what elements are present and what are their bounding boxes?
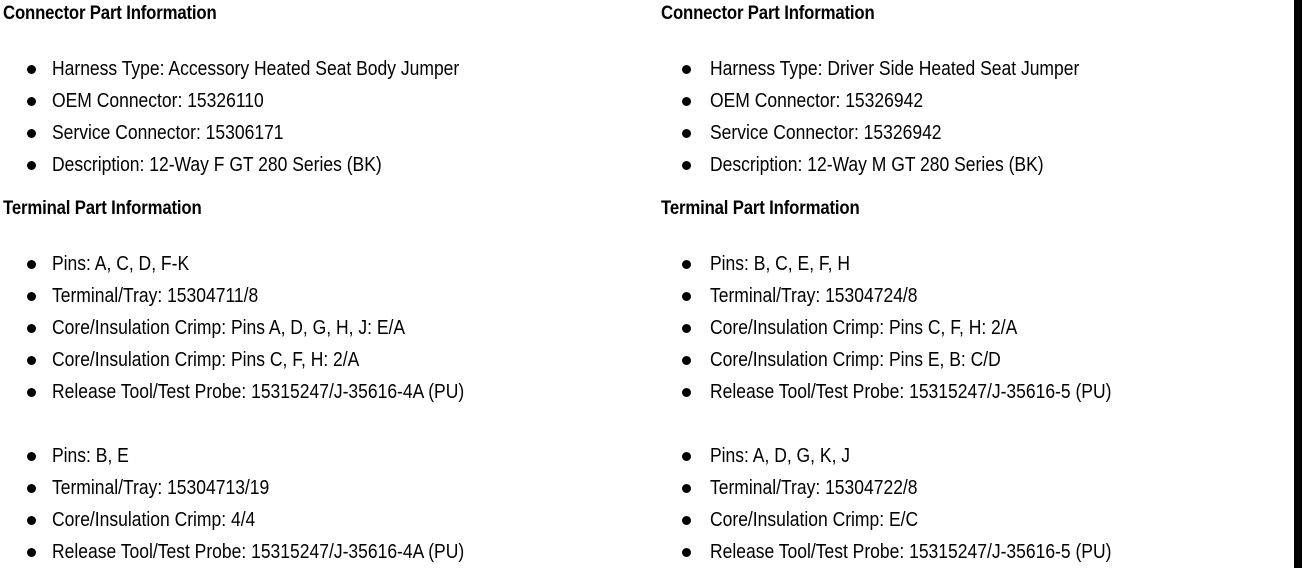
- list-item-label: Pins: B, E: [52, 445, 129, 467]
- list-item: Terminal/Tray: 15304722/8: [661, 472, 1294, 504]
- bullet-icon: [27, 516, 36, 525]
- bullet-icon: [682, 356, 691, 365]
- list-item: Description: 12-Way M GT 280 Series (BK): [661, 149, 1294, 181]
- bullet-icon: [27, 292, 36, 301]
- list-item-label: Service Connector: 15326942: [710, 122, 942, 144]
- list-item: Core/Insulation Crimp: Pins E, B: C/D: [661, 344, 1294, 376]
- list-item-label: Core/Insulation Crimp: Pins A, D, G, H, …: [52, 317, 406, 339]
- list-item: Core/Insulation Crimp: 4/4: [3, 504, 658, 536]
- left-connector-part-information-list: Harness Type: Accessory Heated Seat Body…: [3, 53, 658, 181]
- bullet-icon: [27, 388, 36, 397]
- list-item-label: Pins: A, C, D, F-K: [52, 253, 190, 275]
- right-terminal-group-2-list: Pins: A, D, G, K, J Terminal/Tray: 15304…: [661, 440, 1294, 568]
- list-item-label: Core/Insulation Crimp: Pins E, B: C/D: [710, 349, 1001, 371]
- list-item-label: Service Connector: 15306171: [52, 122, 284, 144]
- bullet-icon: [682, 484, 691, 493]
- list-item-label: Core/Insulation Crimp: E/C: [710, 509, 919, 531]
- list-item-label: Terminal/Tray: 15304722/8: [710, 477, 918, 499]
- list-item: Core/Insulation Crimp: Pins C, F, H: 2/A: [661, 312, 1294, 344]
- list-item: Harness Type: Driver Side Heated Seat Ju…: [661, 53, 1294, 85]
- list-item: OEM Connector: 15326942: [661, 85, 1294, 117]
- list-item: Terminal/Tray: 15304711/8: [3, 280, 658, 312]
- bullet-icon: [682, 161, 691, 170]
- bullet-icon: [27, 65, 36, 74]
- list-item: Core/Insulation Crimp: Pins C, F, H: 2/A: [3, 344, 658, 376]
- right-connector-part-information-heading: Connector Part Information: [661, 2, 875, 24]
- right-terminal-part-information-heading: Terminal Part Information: [661, 197, 860, 219]
- bullet-icon: [682, 260, 691, 269]
- list-item-label: Description: 12-Way M GT 280 Series (BK): [710, 154, 1044, 176]
- list-item-label: Release Tool/Test Probe: 15315247/J-3561…: [710, 541, 1112, 563]
- list-item-label: Release Tool/Test Probe: 15315247/J-3561…: [710, 381, 1112, 403]
- left-terminal-group-1-list: Pins: A, C, D, F-K Terminal/Tray: 153047…: [3, 248, 658, 408]
- bullet-icon: [682, 548, 691, 557]
- bullet-icon: [27, 161, 36, 170]
- bullet-icon: [27, 356, 36, 365]
- bullet-icon: [27, 260, 36, 269]
- list-item-label: Release Tool/Test Probe: 15315247/J-3561…: [52, 381, 465, 403]
- list-item: Description: 12-Way F GT 280 Series (BK): [3, 149, 658, 181]
- list-item: Pins: B, C, E, F, H: [661, 248, 1294, 280]
- list-item-label: Harness Type: Accessory Heated Seat Body…: [52, 58, 460, 80]
- bullet-icon: [682, 65, 691, 74]
- bullet-icon: [682, 129, 691, 138]
- list-item: Terminal/Tray: 15304713/19: [3, 472, 658, 504]
- list-item: Harness Type: Accessory Heated Seat Body…: [3, 53, 658, 85]
- bullet-icon: [27, 129, 36, 138]
- list-item-label: Pins: B, C, E, F, H: [710, 253, 851, 275]
- list-item: Pins: B, E: [3, 440, 658, 472]
- bullet-icon: [682, 452, 691, 461]
- left-column: Connector Part Information Harness Type:…: [3, 0, 658, 568]
- list-item: Release Tool/Test Probe: 15315247/J-3561…: [3, 376, 658, 408]
- list-item-label: OEM Connector: 15326110: [52, 90, 264, 112]
- list-item: Service Connector: 15326942: [661, 117, 1294, 149]
- list-item-label: Terminal/Tray: 15304713/19: [52, 477, 270, 499]
- bullet-icon: [27, 97, 36, 106]
- bullet-icon: [27, 452, 36, 461]
- list-item: OEM Connector: 15326110: [3, 85, 658, 117]
- list-item: Release Tool/Test Probe: 15315247/J-3561…: [661, 536, 1294, 568]
- list-item-label: Terminal/Tray: 15304711/8: [52, 285, 259, 307]
- list-item: Core/Insulation Crimp: E/C: [661, 504, 1294, 536]
- bullet-icon: [682, 516, 691, 525]
- list-item-label: Pins: A, D, G, K, J: [710, 445, 851, 467]
- bullet-icon: [27, 324, 36, 333]
- bullet-icon: [27, 548, 36, 557]
- list-item: Pins: A, D, G, K, J: [661, 440, 1294, 472]
- list-item: Pins: A, C, D, F-K: [3, 248, 658, 280]
- list-item-label: Description: 12-Way F GT 280 Series (BK): [52, 154, 382, 176]
- list-item-label: OEM Connector: 15326942: [710, 90, 924, 112]
- page-right-border-rule: [1294, 0, 1302, 568]
- bullet-icon: [682, 292, 691, 301]
- list-item-label: Core/Insulation Crimp: Pins C, F, H: 2/A: [710, 317, 1018, 339]
- left-terminal-part-information-heading: Terminal Part Information: [3, 197, 202, 219]
- left-terminal-group-2-list: Pins: B, E Terminal/Tray: 15304713/19 Co…: [3, 440, 658, 568]
- right-terminal-group-1-list: Pins: B, C, E, F, H Terminal/Tray: 15304…: [661, 248, 1294, 408]
- list-item: Service Connector: 15306171: [3, 117, 658, 149]
- list-item: Core/Insulation Crimp: Pins A, D, G, H, …: [3, 312, 658, 344]
- list-item-label: Core/Insulation Crimp: 4/4: [52, 509, 256, 531]
- list-item: Release Tool/Test Probe: 15315247/J-3561…: [3, 536, 658, 568]
- bullet-icon: [27, 484, 36, 493]
- bullet-icon: [682, 97, 691, 106]
- list-item: Release Tool/Test Probe: 15315247/J-3561…: [661, 376, 1294, 408]
- list-item: Terminal/Tray: 15304724/8: [661, 280, 1294, 312]
- right-column: Connector Part Information Harness Type:…: [661, 0, 1294, 568]
- bullet-icon: [682, 388, 691, 397]
- right-connector-part-information-list: Harness Type: Driver Side Heated Seat Ju…: [661, 53, 1294, 181]
- list-item-label: Core/Insulation Crimp: Pins C, F, H: 2/A: [52, 349, 360, 371]
- list-item-label: Release Tool/Test Probe: 15315247/J-3561…: [52, 541, 465, 563]
- left-connector-part-information-heading: Connector Part Information: [3, 2, 217, 24]
- list-item-label: Harness Type: Driver Side Heated Seat Ju…: [710, 58, 1080, 80]
- list-item-label: Terminal/Tray: 15304724/8: [710, 285, 918, 307]
- bullet-icon: [682, 324, 691, 333]
